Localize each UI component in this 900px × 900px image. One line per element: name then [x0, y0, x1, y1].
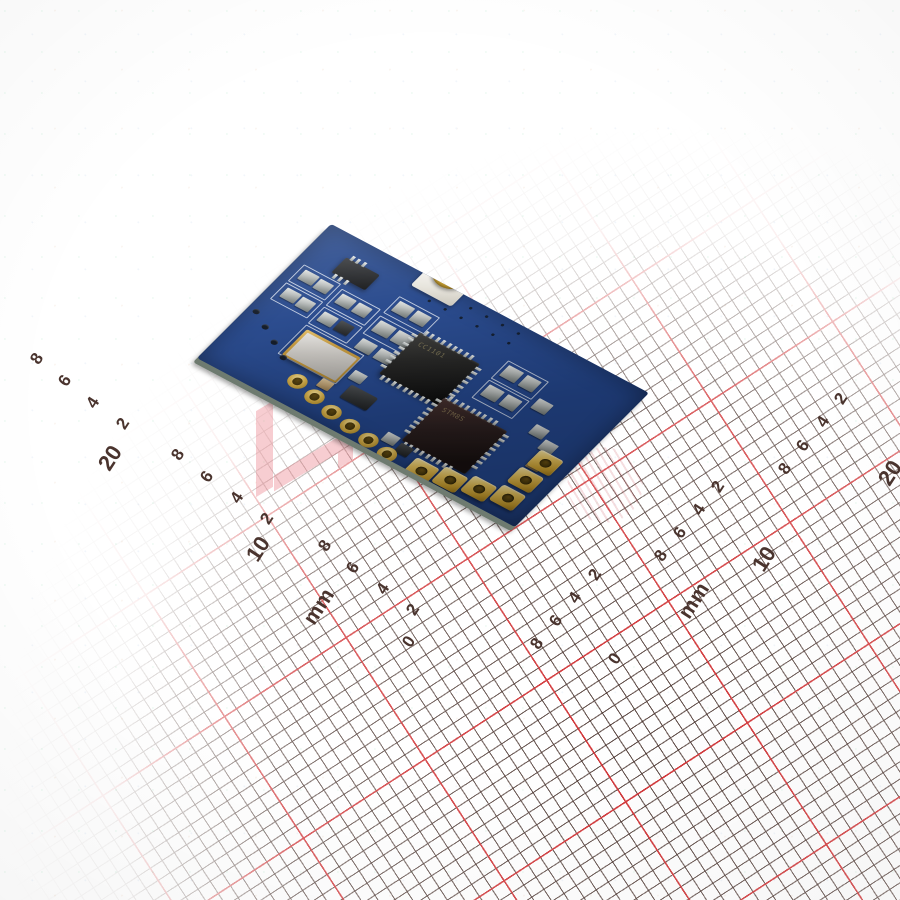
- smd-passive: [498, 365, 525, 384]
- smd-passive: [524, 457, 546, 473]
- smd-passive: [389, 329, 416, 349]
- rf-transceiver-ic-marking: CC1101: [415, 341, 448, 360]
- inductor: [339, 384, 379, 411]
- smd-passive: [536, 439, 560, 456]
- smd-passive: [347, 369, 369, 385]
- rf-module-pcb: CC1101 STM8S: [192, 223, 649, 532]
- castellated-pad: [526, 449, 565, 477]
- via-pad: [317, 401, 346, 423]
- smd-passive: [353, 337, 379, 356]
- smd-passive: [370, 320, 397, 339]
- via-pad: [335, 415, 365, 437]
- smd-passive: [350, 302, 373, 319]
- smd-passive: [316, 311, 340, 328]
- mcu-ic: STM8S: [401, 396, 510, 475]
- smd-passive: [390, 300, 416, 319]
- smd-passive: [294, 296, 317, 313]
- crystal-oscillator: [281, 329, 361, 384]
- smd-passive: [332, 320, 355, 337]
- rf-transceiver-ic: CC1101: [378, 330, 482, 406]
- castellated-pad: [488, 484, 527, 512]
- smd-passive: [372, 347, 397, 366]
- smd-passive: [296, 269, 320, 286]
- smd-passive: [479, 384, 505, 403]
- smd-passive: [333, 293, 357, 310]
- ipex-antenna-connector: [409, 255, 481, 308]
- smd-passive: [517, 374, 542, 393]
- voltage-regulator: [331, 255, 380, 291]
- castellated-pad: [506, 466, 545, 494]
- castellated-pad: [459, 475, 498, 503]
- smd-passive: [498, 394, 523, 412]
- via-pad: [283, 371, 312, 392]
- mcu-ic-marking: STM8S: [439, 406, 467, 423]
- smd-passive: [380, 431, 402, 447]
- smd-passive: [315, 377, 335, 392]
- smd-passive: [393, 442, 415, 458]
- smd-passive: [527, 423, 551, 440]
- smd-passive: [312, 278, 335, 295]
- smd-passive: [408, 310, 433, 328]
- via-pad: [300, 386, 329, 408]
- smd-passive: [530, 398, 554, 416]
- smd-passive: [279, 287, 303, 304]
